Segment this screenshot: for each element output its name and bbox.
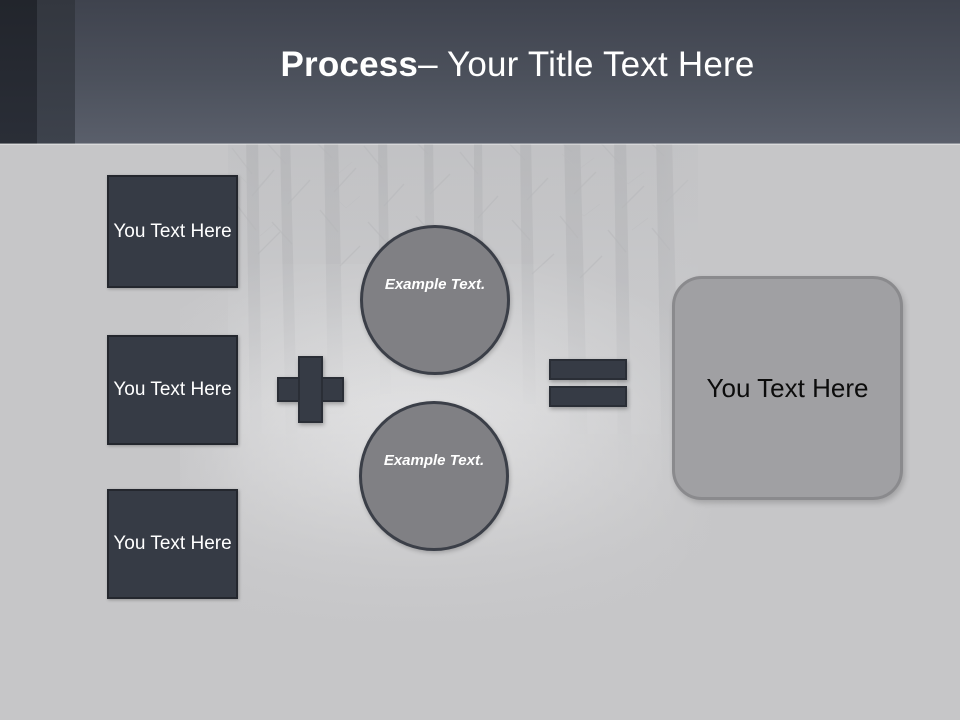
plus-icon bbox=[277, 356, 344, 423]
example-circle-2-label: Example Text. bbox=[383, 452, 485, 469]
page-title-strong: Process bbox=[280, 45, 419, 84]
result-box-label: You Text Here bbox=[706, 372, 869, 403]
example-circle-2[interactable]: Example Text. bbox=[359, 401, 509, 551]
result-box[interactable]: You Text Here bbox=[672, 276, 903, 500]
page-title-rest: – Your Title Text Here bbox=[418, 45, 755, 84]
example-circle-1-label: Example Text. bbox=[384, 276, 486, 293]
slide-header: Process – Your Title Text Here bbox=[0, 0, 960, 145]
example-circle-1[interactable]: Example Text. bbox=[360, 225, 510, 375]
input-box-2[interactable]: You Text Here bbox=[107, 335, 238, 445]
equals-icon-top-bar bbox=[549, 359, 627, 380]
page-title: Process – Your Title Text Here bbox=[75, 0, 960, 144]
header-band-dark bbox=[0, 0, 37, 144]
header-band-main bbox=[75, 0, 960, 144]
equals-icon bbox=[549, 359, 627, 407]
equals-icon-bottom-bar bbox=[549, 386, 627, 407]
plus-icon-vertical-bar bbox=[298, 356, 323, 423]
input-box-1[interactable]: You Text Here bbox=[107, 175, 238, 288]
input-box-3[interactable]: You Text Here bbox=[107, 489, 238, 599]
header-band-mid bbox=[37, 0, 75, 144]
header-bottom-edge bbox=[0, 143, 960, 145]
